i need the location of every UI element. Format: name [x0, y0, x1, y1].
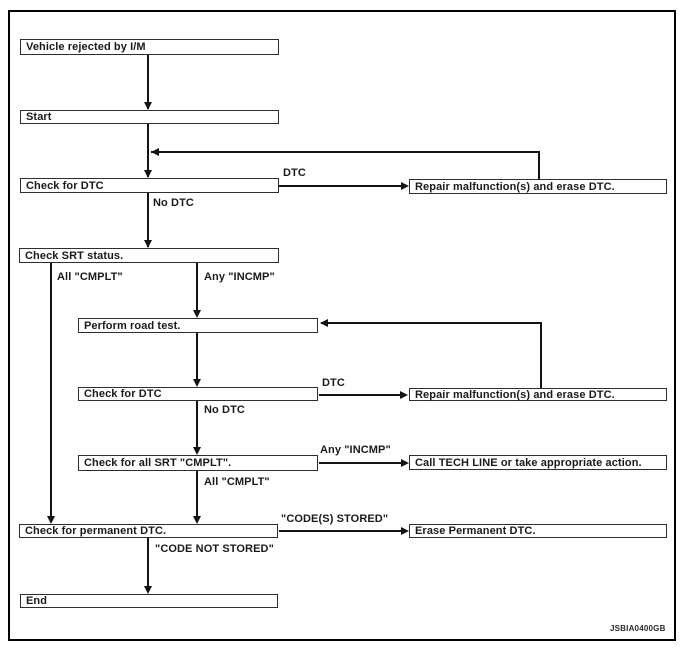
arrowhead-left-icon: [320, 319, 328, 327]
connector-line: [196, 471, 198, 522]
connector-line: [147, 55, 149, 109]
figure-code: JSBIA0400GB: [610, 624, 666, 633]
arrowhead-down-icon: [193, 379, 201, 387]
connector-line: [319, 394, 405, 396]
arrowhead-right-icon: [401, 459, 409, 467]
flow-node-perform-road-test: Perform road test.: [78, 318, 318, 333]
edge-label-no-dtc-2: No DTC: [204, 404, 245, 416]
connector-line: [321, 322, 542, 324]
flow-node-repair-erase-dtc-1: Repair malfunction(s) and erase DTC.: [409, 179, 667, 194]
arrowhead-left-icon: [151, 148, 159, 156]
diagram-border: [8, 10, 676, 641]
connector-line: [151, 151, 540, 153]
edge-label-dtc-1: DTC: [283, 167, 306, 179]
connector-line: [196, 263, 198, 316]
edge-label-dtc-2: DTC: [322, 377, 345, 389]
connector-line: [147, 193, 149, 247]
flow-node-check-srt-status: Check SRT status.: [19, 248, 279, 263]
connector-line: [538, 152, 540, 180]
connector-line: [147, 538, 149, 592]
flow-node-vehicle-rejected: Vehicle rejected by I/M: [20, 39, 279, 55]
connector-line: [279, 185, 405, 187]
flow-node-check-all-srt-cmplt: Check for all SRT "CMPLT".: [78, 455, 318, 471]
arrowhead-right-icon: [401, 182, 409, 190]
arrowhead-down-icon: [193, 516, 201, 524]
arrowhead-down-icon: [144, 586, 152, 594]
edge-label-all-cmplt-1: All "CMPLT": [57, 271, 123, 283]
connector-line: [196, 401, 198, 453]
connector-line: [319, 462, 406, 464]
flow-node-start: Start: [20, 110, 279, 124]
arrowhead-down-icon: [144, 102, 152, 110]
flow-node-check-dtc-1: Check for DTC: [20, 178, 279, 193]
arrowhead-down-icon: [193, 310, 201, 318]
arrowhead-down-icon: [144, 240, 152, 248]
connector-line: [50, 263, 52, 521]
arrowhead-right-icon: [400, 391, 408, 399]
flow-node-check-dtc-2: Check for DTC: [78, 387, 318, 401]
edge-label-codes-stored: "CODE(S) STORED": [281, 513, 389, 525]
arrowhead-down-icon: [144, 170, 152, 178]
edge-label-no-dtc-1: No DTC: [153, 197, 194, 209]
edge-label-all-cmplt-2: All "CMPLT": [204, 476, 270, 488]
connector-line: [279, 530, 406, 532]
edge-label-any-incmp-1: Any "INCMP": [204, 271, 275, 283]
arrowhead-right-icon: [401, 527, 409, 535]
edge-label-code-not-stored: "CODE NOT STORED": [155, 543, 274, 555]
flow-node-call-tech-line: Call TECH LINE or take appropriate actio…: [409, 455, 667, 470]
arrowhead-down-icon: [193, 447, 201, 455]
flow-node-check-permanent-dtc: Check for permanent DTC.: [19, 524, 278, 538]
arrowhead-down-icon: [47, 516, 55, 524]
connector-line: [540, 323, 542, 389]
connector-line: [196, 333, 198, 385]
flow-node-repair-erase-dtc-2: Repair malfunction(s) and erase DTC.: [409, 388, 667, 401]
flow-node-end: End: [20, 594, 278, 608]
connector-line: [147, 124, 149, 177]
edge-label-any-incmp-2: Any "INCMP": [320, 444, 391, 456]
flow-node-erase-permanent-dtc: Erase Permanent DTC.: [409, 524, 667, 538]
